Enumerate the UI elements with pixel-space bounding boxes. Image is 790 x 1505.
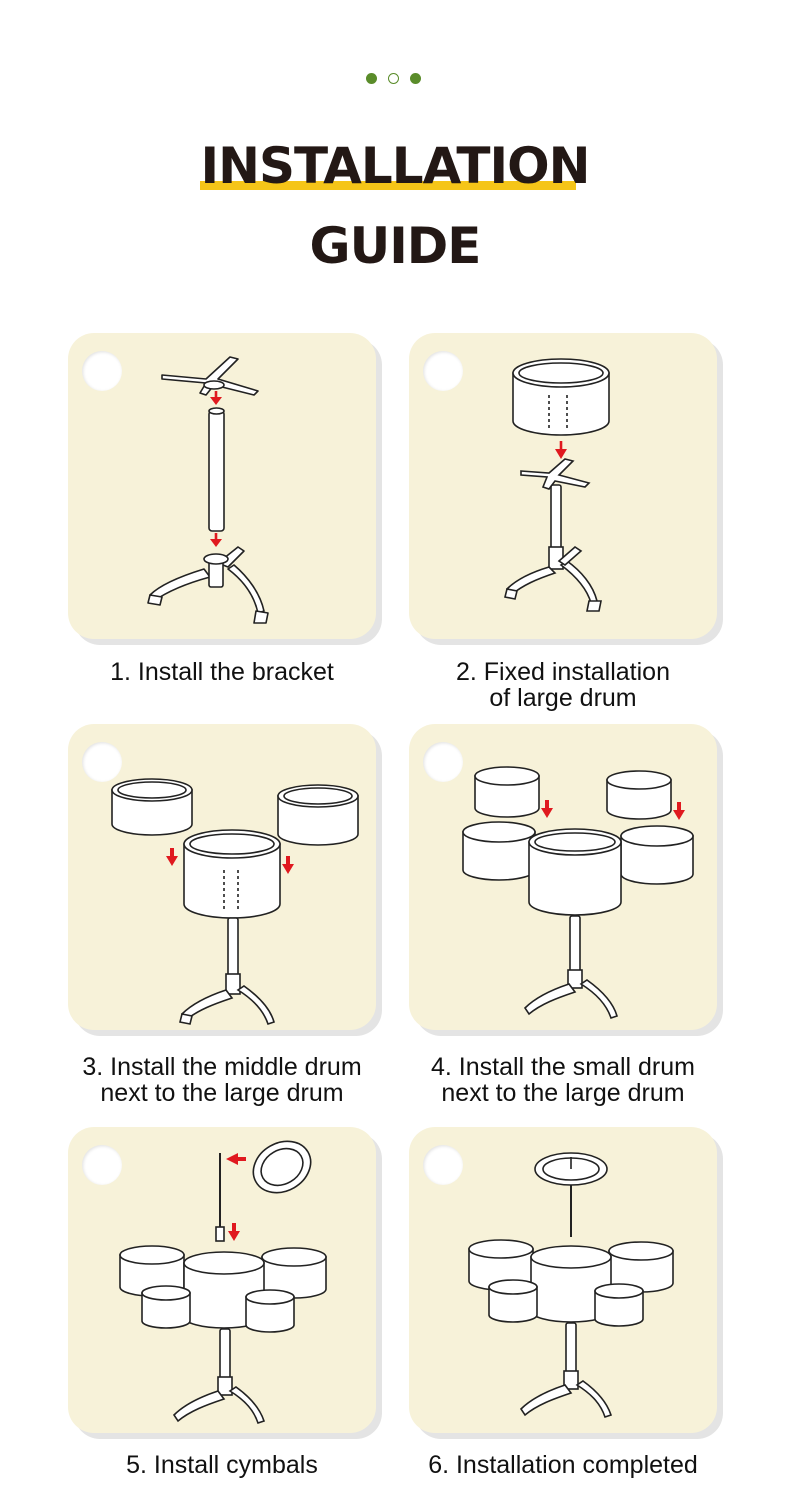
- step-caption-1: 1. Install the bracket: [42, 659, 402, 685]
- step-card-2: [409, 333, 717, 639]
- pagination-dot-2[interactable]: [388, 73, 399, 84]
- complete-drum-kit-icon: [468, 1152, 674, 1419]
- step-caption-2-line2: of large drum: [489, 684, 637, 712]
- step-card-6: [409, 1127, 717, 1433]
- large-drum-on-stand-icon: [504, 358, 610, 612]
- stand-bracket-icon: [147, 356, 269, 624]
- page-title-line1: INSTALLATION: [200, 137, 591, 195]
- step-card-1: [68, 333, 376, 639]
- card-hole: [82, 1145, 122, 1185]
- step-caption-4-line1: 4. Install the small drum: [431, 1053, 695, 1081]
- step-caption-2-line1: 2. Fixed installation: [455, 658, 670, 686]
- card-hole: [423, 742, 463, 782]
- step-caption-4: 4. Install the small drum next to the la…: [383, 1054, 743, 1106]
- card-hole: [82, 742, 122, 782]
- step-caption-3-line2: next to the large drum: [100, 1079, 344, 1107]
- step-caption-3: 3. Install the middle drum next to the l…: [42, 1054, 402, 1106]
- step-card-4: [409, 724, 717, 1030]
- card-hole: [82, 351, 122, 391]
- step-card-3: [68, 724, 376, 1030]
- pagination-dots: [366, 71, 426, 87]
- page-title-line2: GUIDE: [309, 217, 482, 275]
- step-caption-2: 2. Fixed installation of large drum: [383, 659, 743, 711]
- pagination-dot-1[interactable]: [366, 73, 377, 84]
- step-caption-4-line2: next to the large drum: [441, 1079, 685, 1107]
- step-caption-3-line1: 3. Install the middle drum: [82, 1053, 362, 1081]
- step-caption-6-line1: 6. Installation completed: [428, 1451, 698, 1479]
- step-caption-5: 5. Install cymbals: [42, 1452, 402, 1478]
- title-underline: [200, 181, 576, 190]
- step-caption-1-line1: 1. Install the bracket: [110, 658, 334, 686]
- step-caption-5-line1: 5. Install cymbals: [126, 1451, 318, 1479]
- card-hole: [423, 351, 463, 391]
- small-drums-icon: [462, 766, 694, 1020]
- middle-drums-icon: [111, 778, 359, 1026]
- cymbal-install-icon: [119, 1140, 327, 1425]
- card-hole: [423, 1145, 463, 1185]
- step-caption-6: 6. Installation completed: [383, 1452, 743, 1478]
- pagination-dot-3[interactable]: [410, 73, 421, 84]
- step-card-5: [68, 1127, 376, 1433]
